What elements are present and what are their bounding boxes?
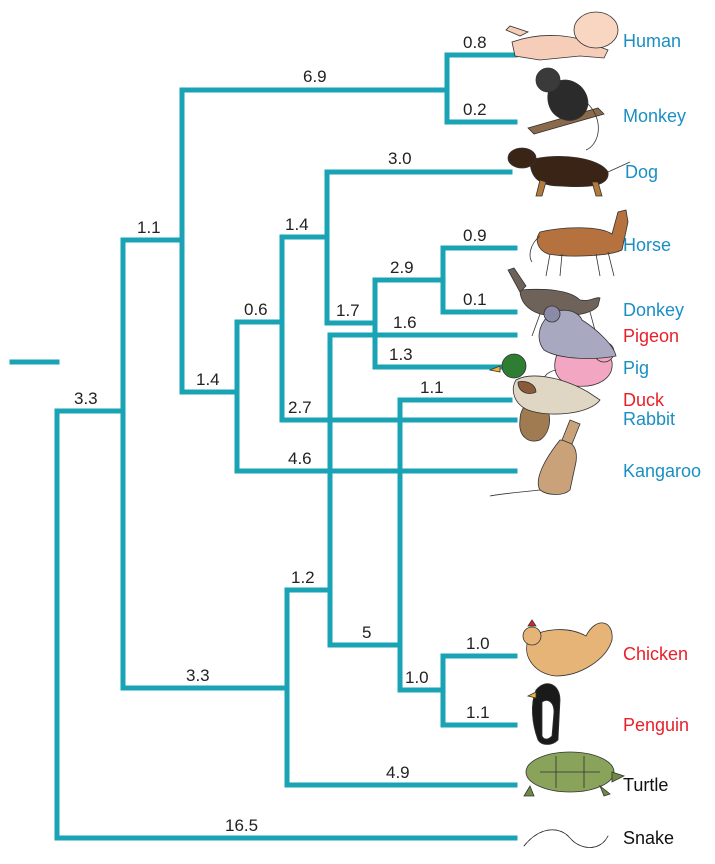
branch-length-label: 1.1 bbox=[137, 218, 161, 237]
branch-length-label: 4.6 bbox=[288, 449, 312, 468]
dog-illustration bbox=[508, 148, 630, 196]
branch-length-label: 1.1 bbox=[466, 703, 490, 722]
human-baby-illustration bbox=[506, 12, 618, 60]
tree-branches bbox=[12, 55, 515, 838]
branch-length-label: 3.3 bbox=[74, 389, 98, 408]
branch-length-label: 6.9 bbox=[303, 67, 327, 86]
branch-length-label: 2.7 bbox=[288, 398, 312, 417]
branch-length-label: 1.0 bbox=[466, 634, 490, 653]
taxon-label-duck: Duck bbox=[623, 390, 665, 410]
taxon-label-pigeon: Pigeon bbox=[623, 326, 679, 346]
branch-length-label: 1.2 bbox=[291, 568, 315, 587]
taxon-label-snake: Snake bbox=[623, 828, 674, 848]
branch-length-label: 1.0 bbox=[405, 668, 429, 687]
taxon-label-pig: Pig bbox=[623, 358, 649, 378]
branch-length-labels: 3.3 16.5 1.1 3.3 6.9 0.8 0.2 1.4 0.6 4.6… bbox=[74, 33, 490, 835]
branch-length-label: 1.7 bbox=[336, 301, 360, 320]
branch-length-label: 0.1 bbox=[463, 290, 487, 309]
branch-length-label: 0.6 bbox=[244, 300, 268, 319]
chicken-illustration bbox=[523, 620, 612, 676]
branch-length-label: 1.3 bbox=[389, 345, 413, 364]
taxon-label-kangaroo: Kangaroo bbox=[623, 461, 701, 481]
taxon-label-chicken: Chicken bbox=[623, 644, 688, 664]
taxon-label-rabbit: Rabbit bbox=[623, 409, 675, 429]
branch-length-label: 1.1 bbox=[420, 378, 444, 397]
taxon-label-dog: Dog bbox=[625, 162, 658, 182]
pigeon-illustration bbox=[539, 306, 616, 358]
branch-length-label: 2.9 bbox=[390, 258, 414, 277]
branch-length-label: 3.3 bbox=[186, 666, 210, 685]
branch-length-label: 16.5 bbox=[225, 816, 258, 835]
snake-illustration bbox=[524, 830, 608, 848]
taxon-label-penguin: Penguin bbox=[623, 715, 689, 735]
branch-length-label: 0.8 bbox=[463, 33, 487, 52]
horse-illustration bbox=[530, 210, 628, 276]
branch-length-label: 0.9 bbox=[463, 226, 487, 245]
branch-length-label: 0.2 bbox=[463, 100, 487, 119]
branch-length-label: 4.9 bbox=[386, 763, 410, 782]
taxon-label-donkey: Donkey bbox=[623, 300, 684, 320]
taxon-label-turtle: Turtle bbox=[623, 775, 668, 795]
monkey-illustration bbox=[528, 68, 604, 150]
branch-length-label: 1.6 bbox=[393, 313, 417, 332]
turtle-illustration bbox=[524, 752, 624, 796]
animal-illustrations bbox=[490, 12, 630, 848]
branch-length-label: 3.0 bbox=[388, 149, 412, 168]
taxon-label-horse: Horse bbox=[623, 235, 671, 255]
branch-length-label: 1.4 bbox=[285, 215, 309, 234]
taxon-label-monkey: Monkey bbox=[623, 106, 686, 126]
penguin-illustration bbox=[528, 684, 560, 745]
branch-length-label: 5 bbox=[362, 623, 371, 642]
taxon-label-human: Human bbox=[623, 31, 681, 51]
taxon-labels: Human Monkey Dog Horse Donkey Pig Rabbit… bbox=[623, 31, 701, 848]
branch-length-label: 1.4 bbox=[196, 370, 220, 389]
